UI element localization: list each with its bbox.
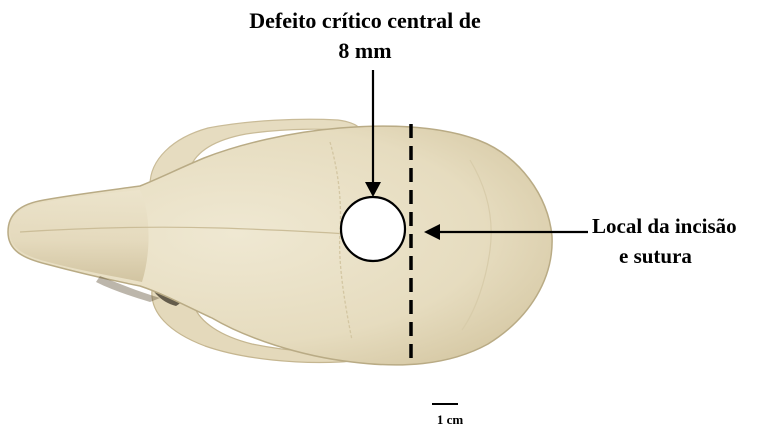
- incision-label-line1: Local da incisão: [592, 214, 782, 238]
- skull-image: [8, 119, 552, 365]
- defect-label-line2: 8 mm: [300, 38, 430, 63]
- defect-label-line1: Defeito crítico central de: [170, 8, 560, 33]
- critical-defect-circle: [341, 197, 405, 261]
- incision-label-line2: e sutura: [619, 244, 759, 268]
- scale-bar-label: 1 cm: [420, 413, 480, 428]
